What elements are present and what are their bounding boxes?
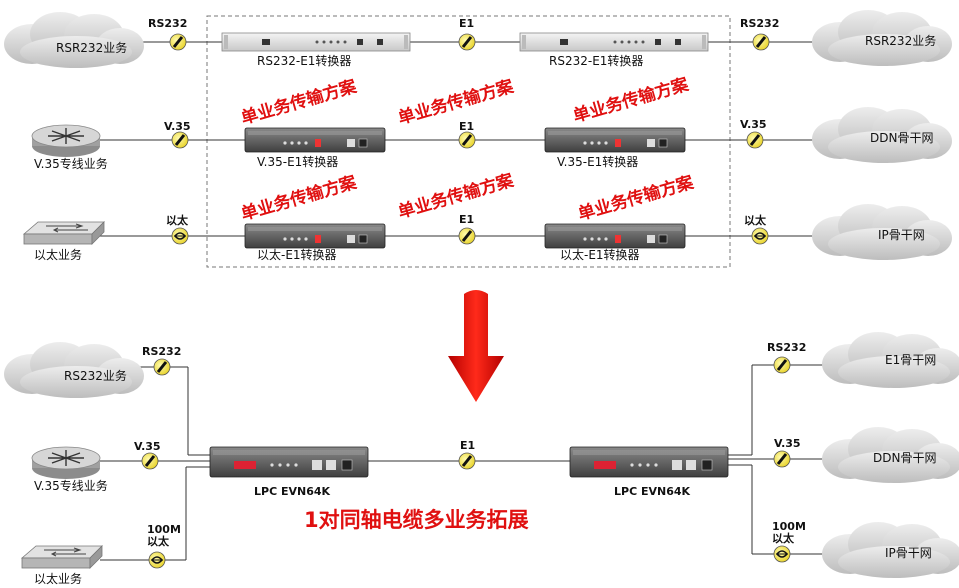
bottom-right-link-2: V.35 (774, 437, 801, 450)
top-converter-right-1: RS232-E1转换器 (549, 53, 643, 68)
bottom-left-link-1: RS232 (142, 345, 181, 358)
top-middle-link-3: E1 (459, 213, 474, 226)
rs232-connector-icon (152, 357, 172, 377)
top-right-link-1: RS232 (740, 17, 779, 30)
top-converter-right-2: V.35-E1转换器 (557, 154, 638, 169)
scheme-label: 单业务传输方案 (576, 172, 697, 225)
v35-connector-icon (170, 130, 190, 150)
bottom-right-service-3: IP骨干网 (885, 546, 932, 560)
e1-connector-icon (457, 451, 477, 471)
ethernet-connector-icon (751, 227, 769, 245)
top-right-service-3: IP骨干网 (878, 228, 925, 242)
top-converter-left-1: RS232-E1转换器 (257, 53, 351, 68)
v35-connector-icon (772, 449, 792, 469)
top-row-v35: V.35专线业务 V.35 V.35-E1转换器 E1 V.35-E1转换器 V… (31, 107, 952, 171)
top-converter-left-2: V.35-E1转换器 (257, 154, 338, 169)
bottom-left-service-2: V.35专线业务 (34, 478, 108, 493)
top-right-link-2: V.35 (740, 118, 767, 131)
device-label-left: LPC EVN64K (254, 485, 331, 498)
top-row-ethernet: 以太业务 以太 以太-E1转换器 E1 以太-E1转换器 以太 IP骨干网 (23, 204, 952, 262)
rs232-connector-icon (751, 32, 771, 52)
router-icon (31, 124, 101, 158)
top-middle-link-1: E1 (459, 17, 474, 30)
top-middle-link-2: E1 (459, 120, 474, 133)
top-left-service-2: V.35专线业务 (34, 156, 108, 171)
scheme-label: 单业务传输方案 (571, 74, 692, 127)
ethernet-connector-icon (773, 545, 791, 563)
bottom-right-service-2: DDN骨干网 (873, 451, 936, 465)
top-right-link-3: 以太 (744, 213, 767, 227)
scheme-label: 单业务传输方案 (239, 76, 360, 129)
top-right-service-1: RSR232业务 (865, 33, 936, 48)
bottom-left-service-3: 以太业务 (34, 571, 82, 586)
v35-connector-icon (140, 451, 160, 471)
bottom-left-link-2: V.35 (134, 440, 161, 453)
switch-icon (23, 221, 105, 245)
bottom-middle-link: E1 (460, 439, 475, 452)
scheme-label: 单业务传输方案 (396, 170, 517, 223)
e1-connector-icon (457, 226, 477, 246)
ethernet-connector-icon (171, 227, 189, 245)
v35-connector-icon (745, 130, 765, 150)
scheme-label: 单业务传输方案 (396, 76, 517, 129)
ethernet-e1-converter-icon (544, 223, 686, 249)
bottom-left-service-1: RS232业务 (64, 368, 127, 383)
switch-icon (21, 545, 103, 569)
top-left-link-1: RS232 (148, 17, 187, 30)
top-right-service-2: DDN骨干网 (870, 131, 933, 145)
top-left-link-2: V.35 (164, 120, 191, 133)
v35-e1-converter-icon (544, 127, 686, 153)
bottom-title: 1对同轴电缆多业务拓展 (304, 508, 529, 532)
rs232-connector-icon (168, 32, 188, 52)
rs232-connector-icon (772, 355, 792, 375)
e1-connector-icon (457, 130, 477, 150)
lpc-device-right-icon (569, 446, 729, 478)
e1-connector-icon (457, 32, 477, 52)
down-arrow-icon (448, 290, 504, 402)
top-left-service-3: 以太业务 (34, 247, 82, 262)
top-left-link-3: 以太 (166, 213, 189, 227)
bottom-left-wiring (100, 366, 210, 561)
top-row-rs232: RSR232业务 RS232 RS232-E1转换器 E1 RS232-E1转换… (4, 10, 952, 68)
bottom-right-service-1: E1骨干网 (885, 353, 936, 367)
top-scheme-frame (206, 15, 731, 268)
bottom-right-link-1: RS232 (767, 341, 806, 354)
scheme-label: 单业务传输方案 (239, 172, 360, 225)
lpc-device-left-icon (209, 446, 369, 478)
top-left-service-1: RSR232业务 (56, 40, 127, 55)
ethernet-connector-icon (148, 551, 166, 569)
router-icon (31, 446, 101, 480)
v35-e1-converter-icon (244, 127, 386, 153)
left-cloud-icon (4, 12, 144, 68)
ethernet-e1-converter-icon (244, 223, 386, 249)
rs232-e1-converter-icon (221, 32, 411, 52)
device-label-right: LPC EVN64K (614, 485, 691, 498)
top-converter-right-3: 以太-E1转换器 (560, 247, 640, 262)
top-converter-left-3: 以太-E1转换器 (257, 247, 337, 262)
rs232-e1-converter-icon (519, 32, 709, 52)
